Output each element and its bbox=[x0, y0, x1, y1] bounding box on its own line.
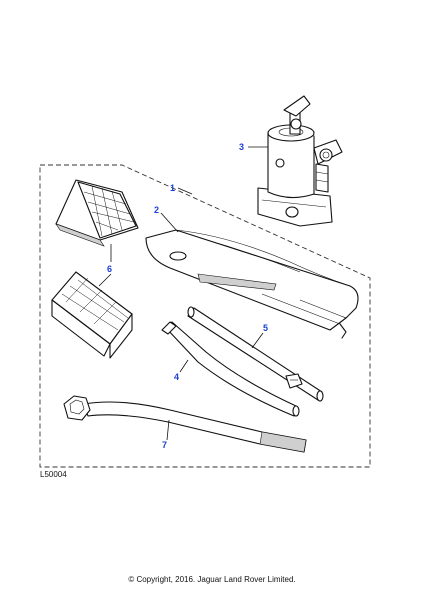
bottle-jack bbox=[257, 95, 343, 227]
callout-6: 6 bbox=[107, 264, 112, 274]
callout-5: 5 bbox=[263, 323, 268, 333]
callout-7: 7 bbox=[162, 440, 167, 450]
callout-3: 3 bbox=[239, 142, 244, 152]
callout-4: 4 bbox=[174, 372, 179, 382]
diagram-reference-code: L50004 bbox=[40, 470, 67, 479]
extension-bar bbox=[161, 321, 300, 417]
wheel-chock-lower bbox=[51, 271, 133, 359]
wheel-nut-wrench bbox=[63, 395, 307, 453]
copyright-notice: © Copyright, 2016. Jaguar Land Rover Lim… bbox=[128, 575, 296, 584]
callout-1: 1 bbox=[170, 183, 175, 193]
wheel-chock-upper bbox=[55, 179, 139, 247]
jack-handle bbox=[187, 306, 324, 402]
tool-bag bbox=[145, 229, 359, 339]
kit-boundary-dashed bbox=[39, 164, 371, 468]
callout-2: 2 bbox=[154, 205, 159, 215]
